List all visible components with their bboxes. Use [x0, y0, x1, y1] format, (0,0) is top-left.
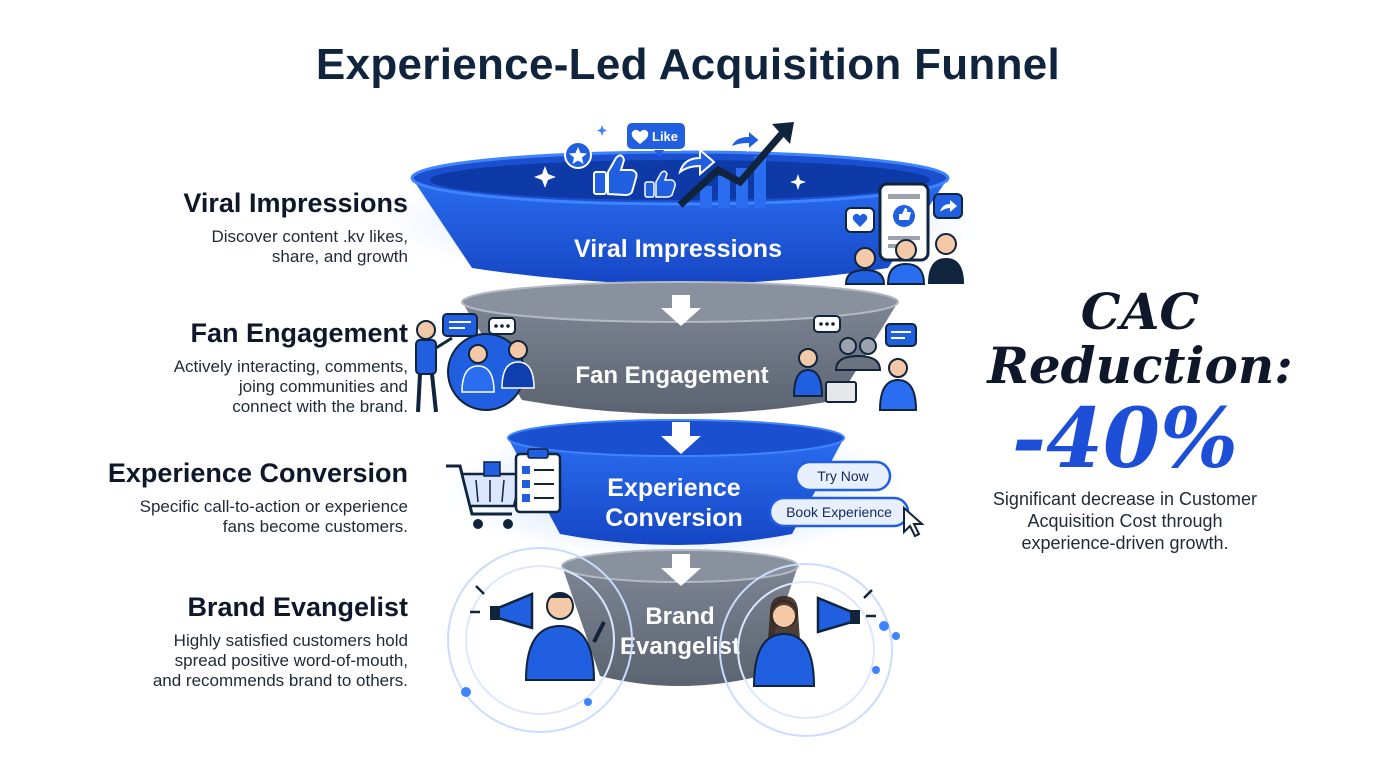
- shopping-cart-icon: [446, 461, 524, 529]
- tier-label: Conversion: [605, 504, 743, 532]
- stage-description: Highly satisfied customers hold spread p…: [152, 631, 408, 690]
- phone-social-icon: [878, 182, 930, 262]
- cac-reduction-title: CAC Reduction:: [987, 282, 1293, 395]
- like-label: Like: [652, 129, 678, 144]
- cac-reduction-description: Significant decrease in Customer Acquisi…: [992, 489, 1258, 553]
- book-experience-label: Book Experience: [786, 504, 892, 520]
- heart-icon: [845, 207, 875, 233]
- people-icon: [792, 337, 918, 411]
- megaphone-icon: [816, 589, 876, 634]
- heart-icon: [631, 129, 649, 144]
- stage-fan-engagement: Fan Engagement Actively interacting, com…: [48, 318, 408, 417]
- share-arrow-icon: [678, 147, 716, 177]
- funnel-tier-viral-impressions: Viral Impressions: [380, 150, 980, 284]
- tier-label: Fan Engagement: [575, 362, 768, 389]
- tier-label: Brand: [645, 603, 714, 630]
- stage-heading: Brand Evangelist: [187, 592, 408, 622]
- thumbs-up-icon: [644, 170, 676, 198]
- funnel-tier-fan-engagement: Fan Engagement: [461, 281, 899, 414]
- growth-chart-icon: [677, 122, 794, 208]
- thumbs-up-icon: [593, 154, 638, 197]
- like-badge: Like: [625, 121, 687, 158]
- chat-bubble-icon: [885, 323, 917, 347]
- star-icon: [564, 141, 592, 169]
- share-arrow-icon: [728, 127, 762, 153]
- stage-brand-evangelist: Brand Evangelist Highly satisfied custom…: [48, 592, 408, 691]
- chat-bubble-icon: [813, 315, 841, 333]
- share-arrow-icon: [933, 193, 963, 219]
- stage-experience-conversion: Experience Conversion Specific call-to-a…: [48, 458, 408, 537]
- stage-heading: Viral Impressions: [183, 188, 408, 218]
- try-now-button[interactable]: Try Now: [794, 460, 892, 492]
- down-arrow-icon: [661, 295, 701, 326]
- book-experience-button[interactable]: Book Experience: [768, 496, 910, 528]
- try-now-label: Try Now: [817, 468, 869, 484]
- evangelist-right: [719, 563, 900, 737]
- chat-bubble-icon: [442, 313, 478, 337]
- down-arrow-icon: [661, 554, 701, 586]
- megaphone-icon: [470, 585, 534, 630]
- evangelist-left: [447, 547, 633, 733]
- stage-description: Specific call-to-action or experience fa…: [139, 497, 408, 536]
- tier-label: Viral Impressions: [574, 235, 782, 263]
- cac-reduction-value: -40%: [1011, 391, 1239, 487]
- down-arrow-icon: [661, 422, 701, 454]
- sparkle-icon: [534, 125, 806, 190]
- stage-heading: Fan Engagement: [190, 318, 408, 348]
- cursor-icon: [903, 505, 925, 538]
- stage-description: Actively interacting, comments, joing co…: [173, 357, 408, 416]
- checklist-icon: [514, 448, 562, 514]
- tier-label: Evangelist: [620, 633, 740, 660]
- stage-heading: Experience Conversion: [107, 458, 408, 488]
- chat-bubble-icon: [488, 317, 516, 335]
- people-icon: [844, 233, 964, 285]
- people-icon: [415, 320, 535, 413]
- page-title: Experience-Led Acquisition Funnel: [315, 40, 1061, 89]
- tier-label: Experience: [607, 474, 741, 502]
